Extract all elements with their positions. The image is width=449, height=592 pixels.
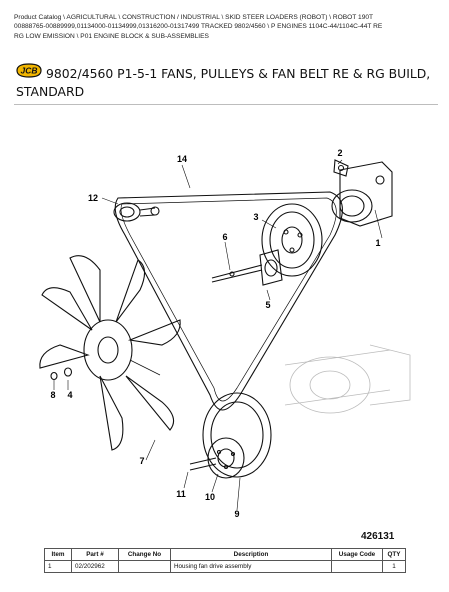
breadcrumb-line-3[interactable]: RG LOW EMISSION \ P01 ENGINE BLOCK & SUB… (14, 32, 209, 40)
fan-pulley (261, 203, 323, 277)
pulley-hub (211, 249, 283, 286)
cell-change-no (118, 560, 171, 573)
col-usage-code: Usage Code (331, 548, 383, 561)
col-qty: QTY (382, 548, 406, 561)
cell-part-number[interactable]: 02/202962 (71, 560, 119, 573)
crankshaft-pulley (189, 392, 272, 479)
col-change-no: Change No (118, 548, 171, 561)
parts-table: Item Part # Change No Description Usage … (44, 548, 406, 573)
callout-11: 11 (176, 489, 186, 499)
fan-belt (114, 191, 343, 411)
callout-4: 4 (67, 390, 72, 400)
breadcrumb-line-1[interactable]: Product Catalog \ AGRICULTURAL \ CONSTRU… (14, 14, 374, 21)
cell-usage-code (331, 560, 383, 573)
col-description: Description (170, 548, 332, 561)
col-item: Item (44, 548, 72, 561)
table-row[interactable]: 1 02/202962 Housing fan drive assembly 1 (44, 560, 406, 573)
fan-drive-housing (331, 159, 393, 227)
callout-7: 7 (139, 456, 144, 466)
callout-9: 9 (234, 509, 239, 519)
logo-text: JCB (20, 66, 37, 76)
page-title: 9802/4560 P1-5-1 FANS, PULLEYS & FAN BEL… (16, 66, 431, 99)
breadcrumb-line-2[interactable]: 00888765-00889999,01134000-01134999,0131… (14, 23, 383, 31)
callout-5: 5 (265, 300, 270, 310)
callout-12: 12 (88, 193, 98, 203)
exploded-parts-diagram: 14 12 2 3 6 5 1 4 8 7 11 10 9 (39, 148, 411, 519)
callout-3: 3 (253, 212, 258, 222)
figure-number: 426131 (361, 531, 395, 542)
callout-1: 1 (375, 238, 380, 248)
cell-qty: 1 (382, 560, 406, 573)
parts-table-header: Item Part # Change No Description Usage … (44, 548, 406, 561)
idler-pulley (113, 202, 160, 222)
callout-14: 14 (177, 154, 187, 164)
col-part-number: Part # (71, 548, 119, 561)
cooling-fan (39, 255, 181, 451)
callout-6: 6 (222, 232, 227, 242)
divider (14, 104, 438, 105)
cell-description: Housing fan drive assembly (170, 560, 332, 573)
callout-8: 8 (50, 390, 55, 400)
breadcrumb: Product Catalog \ AGRICULTURAL \ CONSTRU… (14, 13, 438, 41)
cell-item: 1 (44, 560, 72, 573)
fan-bolt-and-washer (50, 367, 73, 381)
callout-10: 10 (205, 492, 215, 502)
engine-outline (284, 344, 411, 414)
jcb-logo: JCB (16, 63, 42, 78)
callout-2: 2 (337, 148, 342, 158)
